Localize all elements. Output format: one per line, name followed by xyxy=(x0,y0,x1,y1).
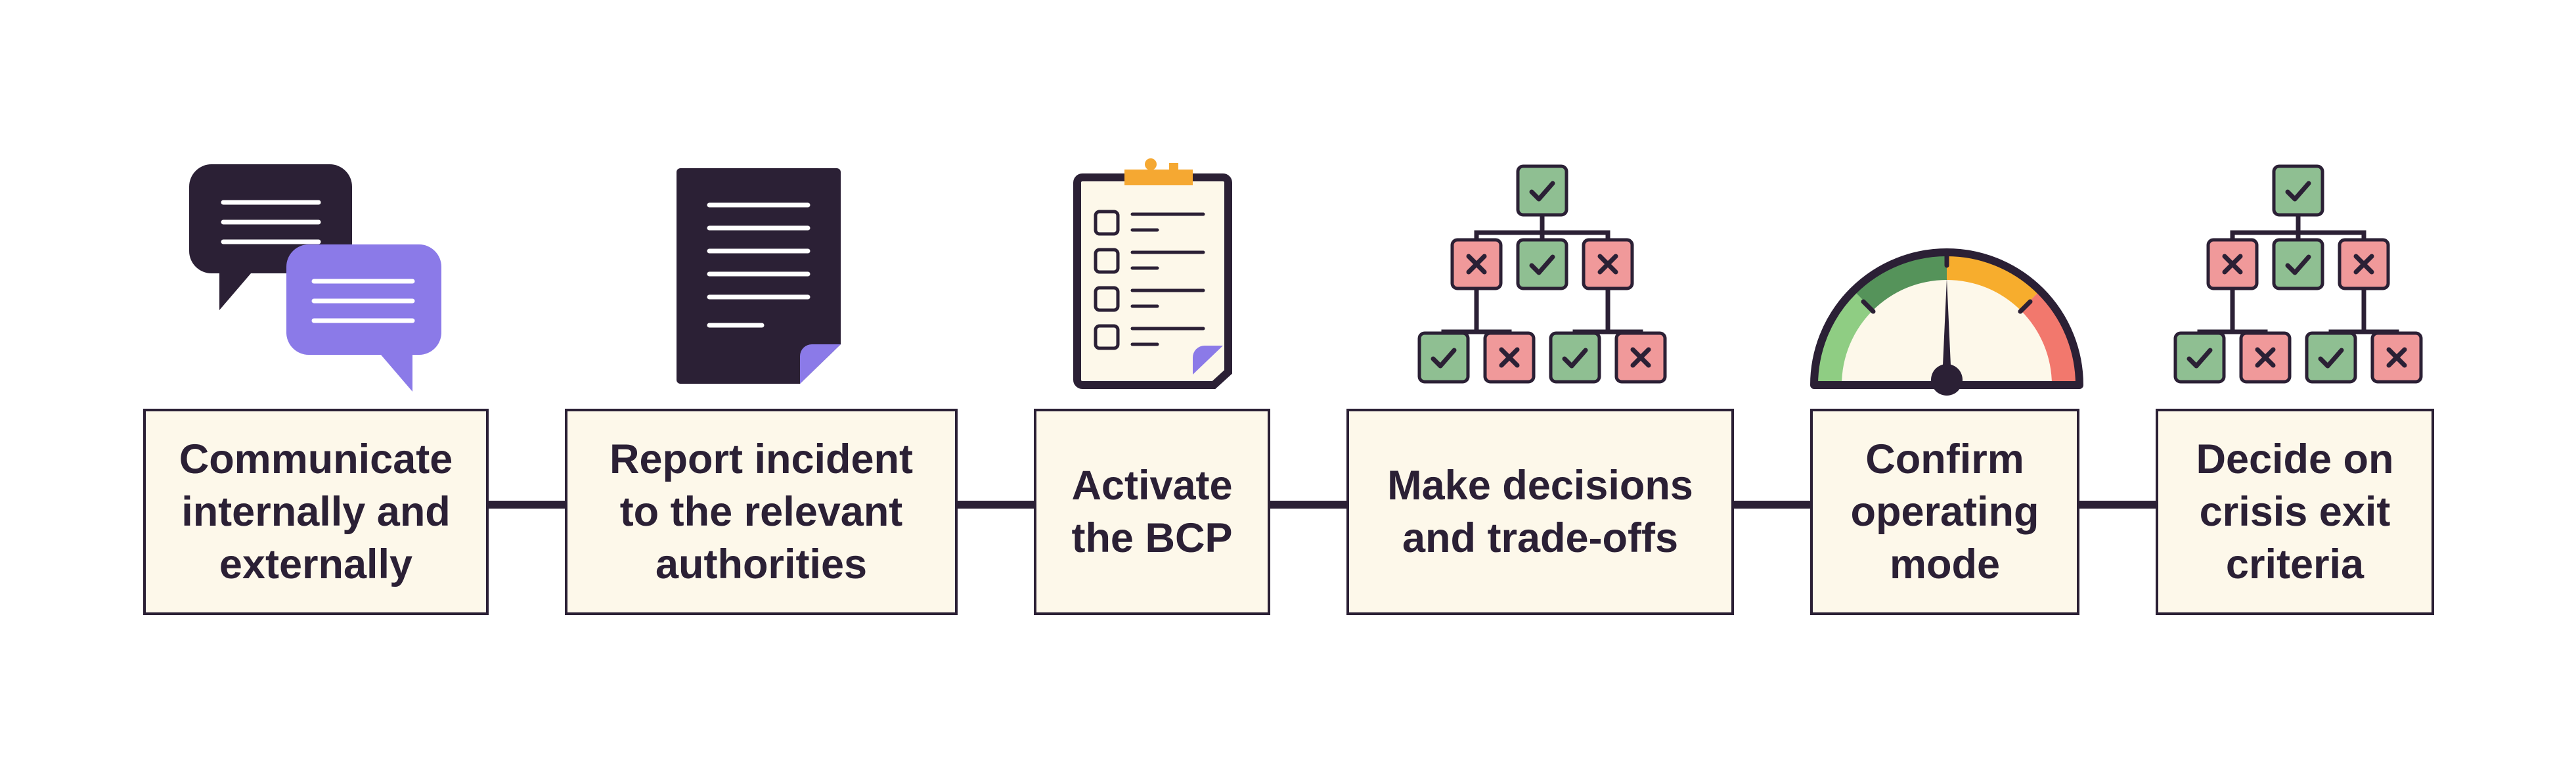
step-label: Decide on crisis exit criteria xyxy=(2196,436,2394,587)
step-label: Make decisions and trade-offs xyxy=(1387,463,1693,561)
decision-tree-icon xyxy=(1419,166,1665,382)
step-box-report-incident: Report incident to the relevant authorit… xyxy=(565,409,958,615)
step-box-make-decisions: Make decisions and trade-offs xyxy=(1346,409,1734,615)
step-label: Activate the BCP xyxy=(1071,463,1233,561)
step-box-communicate: Communicate internally and externally xyxy=(143,409,489,615)
speedometer-gauge-icon xyxy=(1810,248,2083,396)
chat-bubbles-icon xyxy=(189,164,441,392)
document-icon xyxy=(677,168,841,384)
connector-line xyxy=(1269,501,1349,509)
step-box-confirm-mode: Confirm operating mode xyxy=(1810,409,2079,615)
connector-line xyxy=(1733,501,1813,509)
connector-line xyxy=(2078,501,2158,509)
connector-line xyxy=(487,501,567,509)
step-box-crisis-exit: Decide on crisis exit criteria xyxy=(2156,409,2434,615)
step-label: Communicate internally and externally xyxy=(179,436,453,587)
clipboard-checklist-icon xyxy=(1073,158,1232,389)
step-label: Confirm operating mode xyxy=(1850,436,2039,587)
decision-tree-icon xyxy=(2175,166,2421,382)
connector-line xyxy=(956,501,1036,509)
step-label: Report incident to the relevant authorit… xyxy=(609,436,913,587)
step-box-activate-bcp: Activate the BCP xyxy=(1034,409,1270,615)
